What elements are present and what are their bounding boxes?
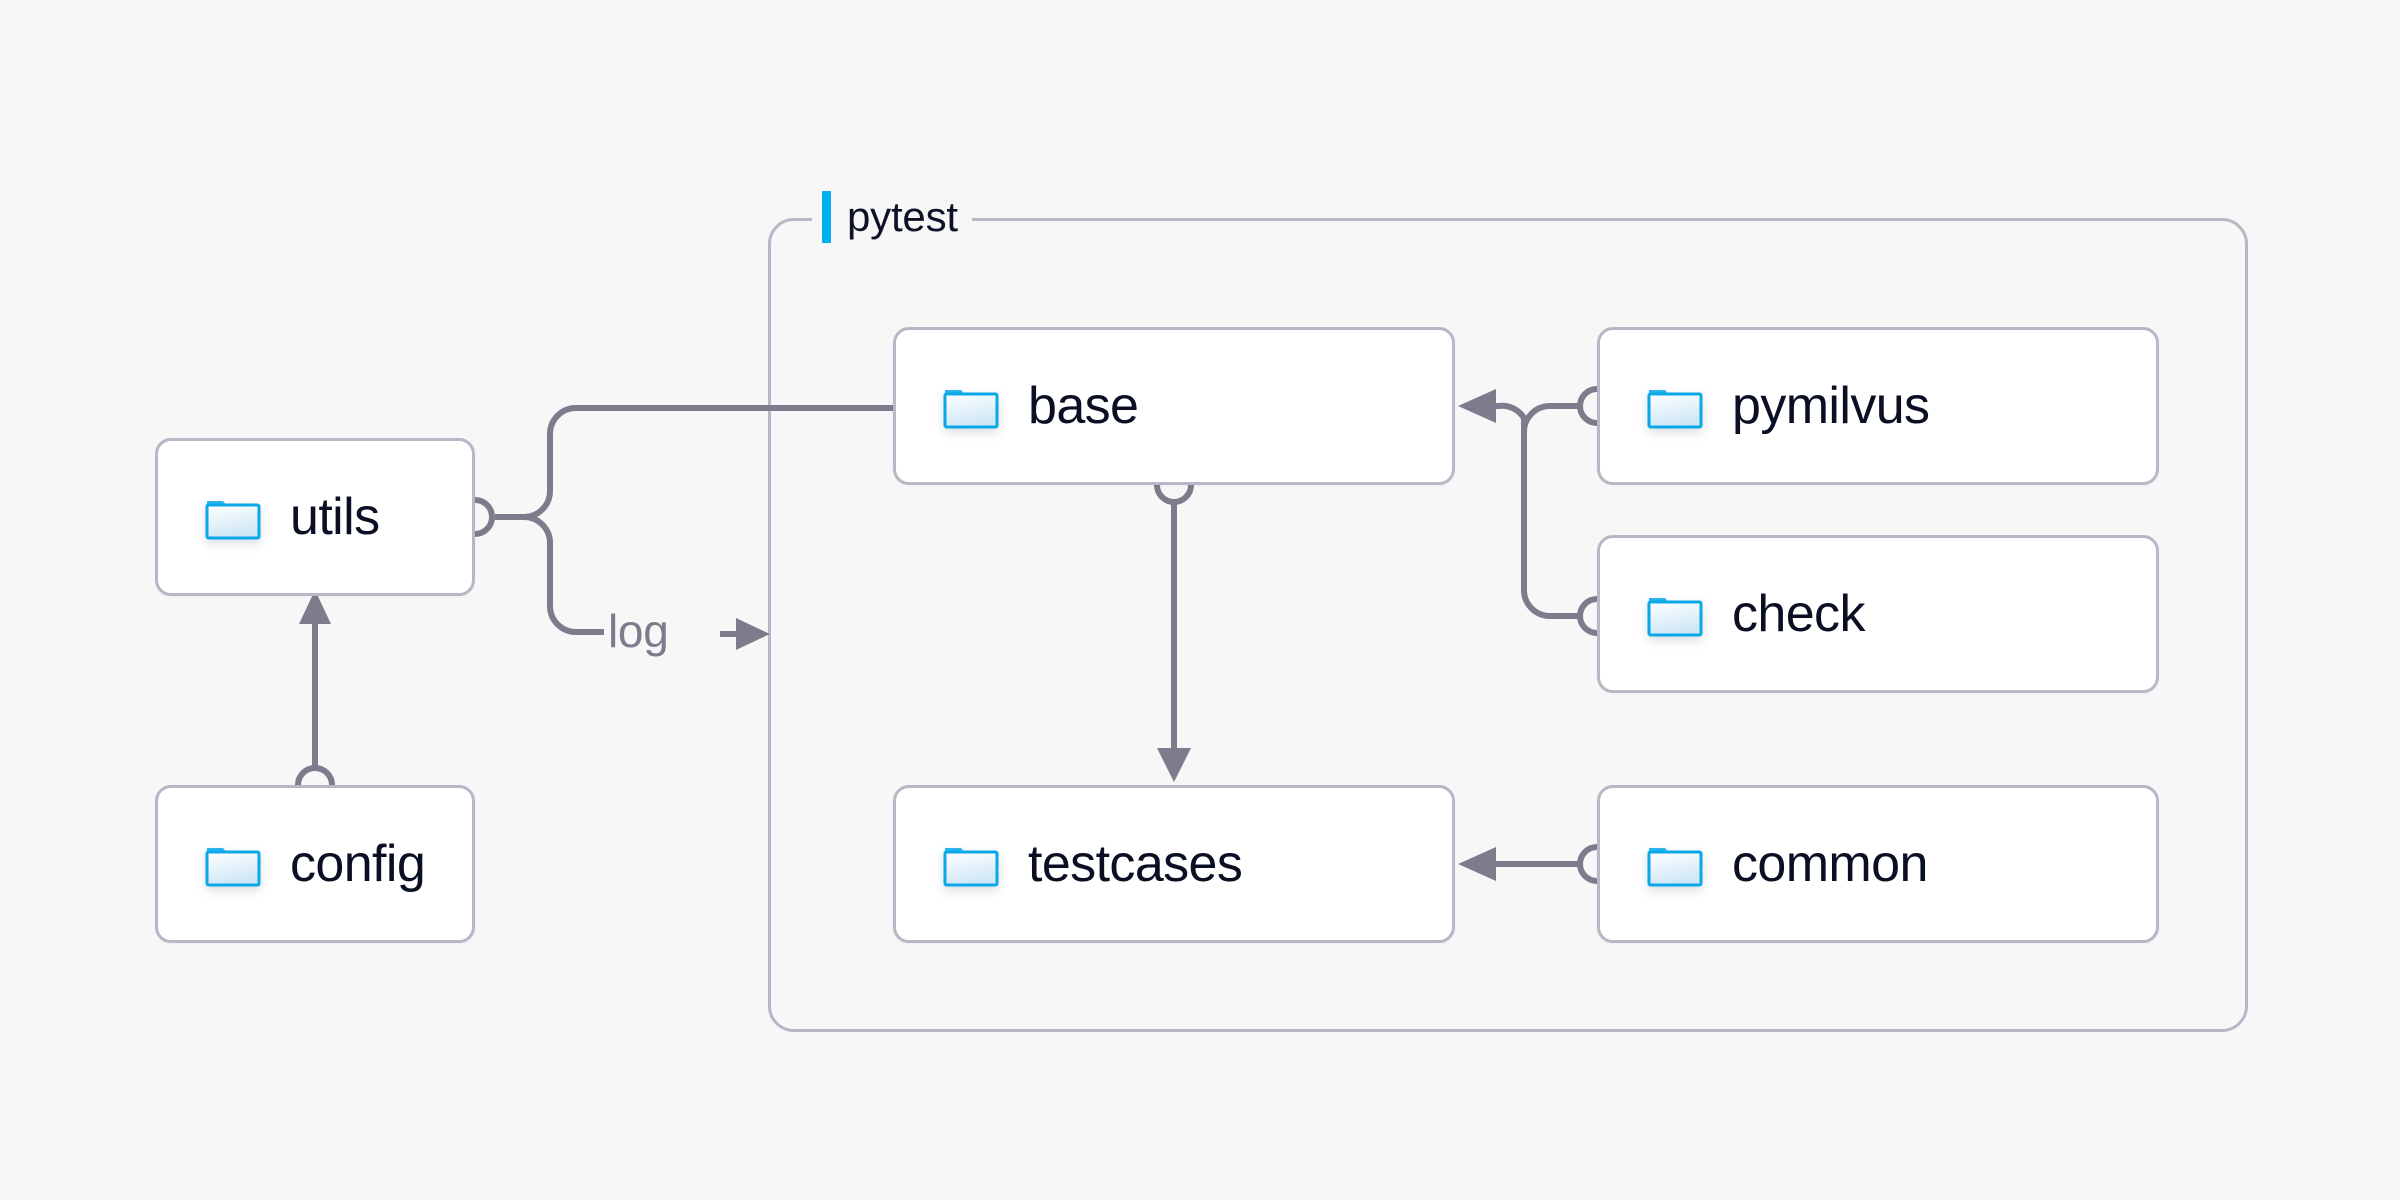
node-utils[interactable]: utils [155, 438, 475, 596]
node-label: utils [290, 488, 380, 546]
node-label: check [1732, 585, 1865, 643]
node-pymilvus[interactable]: pymilvus [1597, 327, 2159, 485]
node-label: config [290, 835, 426, 893]
node-check[interactable]: check [1597, 535, 2159, 693]
node-label: pymilvus [1732, 377, 1930, 435]
accent-bar-icon [822, 191, 831, 243]
node-label: common [1732, 835, 1928, 893]
folder-icon [205, 501, 261, 540]
folder-icon [943, 848, 999, 887]
folder-icon [943, 390, 999, 429]
folder-icon [1647, 598, 1703, 637]
edge-label-log: log [608, 605, 669, 657]
group-title: pytest [847, 193, 958, 240]
edge-log-arrowhead [720, 618, 770, 650]
node-label: base [1028, 377, 1139, 435]
group-label-pytest: pytest [812, 188, 972, 246]
node-base[interactable]: base [893, 327, 1455, 485]
folder-icon [1647, 848, 1703, 887]
edge-utils-log [495, 514, 604, 635]
node-label: testcases [1028, 835, 1243, 893]
node-testcases[interactable]: testcases [893, 785, 1455, 943]
node-common[interactable]: common [1597, 785, 2159, 943]
node-config[interactable]: config [155, 785, 475, 943]
folder-icon [1647, 390, 1703, 429]
edge-config-utils [295, 590, 335, 805]
folder-icon [205, 848, 261, 887]
